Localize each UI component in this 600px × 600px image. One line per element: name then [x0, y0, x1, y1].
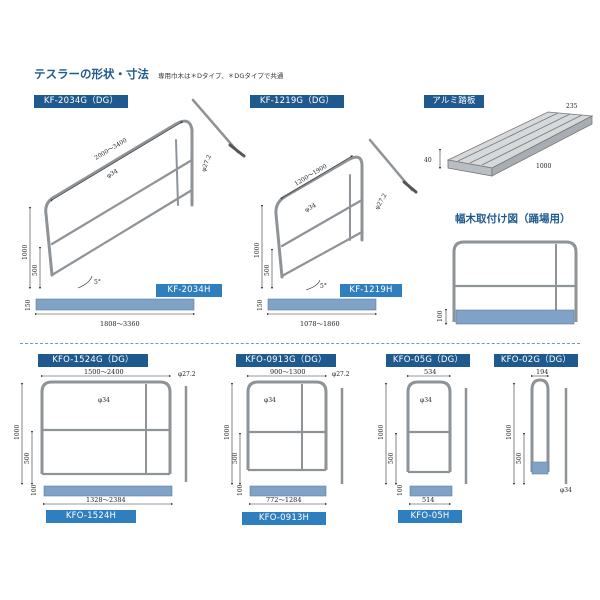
h-tag-kfo0913: KFO-0913H [242, 512, 326, 525]
dim-kfo05-mid: 500 [388, 452, 395, 464]
dim-kfo0913-mid: 500 [232, 452, 239, 464]
dim-kf2034-pipe: φ34 [106, 168, 120, 180]
dim-tread-thickness: 40 [424, 157, 432, 164]
dim-kfo1524-height: 1000 [14, 425, 21, 440]
toe-board-kfo0913 [249, 485, 327, 497]
model-tag-kf1219: KF-1219G（DG） [250, 95, 344, 108]
dim-kfo1524-mid: 500 [24, 452, 31, 464]
page-title: テスラーの形状・寸法 [34, 67, 149, 81]
dim-kfo0913-post: φ27.2 [332, 371, 350, 378]
dim-kfo02-pipe: φ34 [560, 487, 572, 494]
dim-kf1219-mid: 500 [264, 264, 271, 276]
dim-kfo05-toe-height: 100 [397, 484, 404, 496]
dim-kf1219-toe-height: 150 [257, 299, 264, 311]
dim-kf2034-mid: 500 [32, 264, 39, 276]
dim-kf2034-width: 2000～3400 [93, 137, 128, 162]
dim-kfo02-width: 194 [536, 368, 548, 376]
toe-board-kfo02 [531, 461, 549, 475]
model-tag-kfo0913: KFO-0913G（DG） [236, 354, 336, 367]
dim-tread-width: 235 [566, 103, 578, 110]
toe-board-kfo1524 [43, 485, 173, 497]
dim-kf2034-toe-width: 1808～3360 [100, 320, 140, 328]
dim-mounting-toe: 100 [437, 310, 444, 322]
toe-board-kf2034 [35, 298, 195, 311]
model-tag-kfo02: KFO-02G（DG） [494, 354, 578, 367]
dim-kf2034-post: φ27.2 [200, 154, 213, 173]
model-tag-kfo05: KFO-05G（DG） [386, 354, 470, 367]
mounting-title: 幅木取付け図（踊場用） [455, 213, 571, 225]
drawing-kfo05 [406, 380, 468, 484]
dim-kf1219-height: 1000 [254, 243, 261, 258]
dim-kf1219-angle: 5° [320, 283, 327, 290]
drawing-kf2034 [44, 98, 246, 277]
drawing-tread [446, 111, 594, 177]
toe-board-mounting [455, 309, 575, 325]
dim-kfo1524-toe-height: 100 [31, 484, 38, 496]
dim-kf2034-height: 1000 [22, 245, 29, 260]
dim-kfo05-pipe: φ34 [420, 397, 432, 404]
dim-tread-length: 1000 [536, 163, 551, 170]
dim-kfo05-toe-width: 514 [422, 496, 434, 504]
dim-kf1219-post: φ27.2 [374, 192, 389, 211]
dim-kf2034-angle: 5° [94, 279, 101, 286]
drawing-kfo0913 [246, 380, 344, 484]
drawing-kfo1524 [40, 380, 188, 482]
dim-kfo0913-width: 900～1300 [270, 368, 305, 376]
dim-kfo1524-toe-width: 1328～2384 [86, 496, 126, 504]
dim-kfo02-height: 1000 [506, 425, 513, 440]
dim-kfo1524-post: φ27.2 [178, 371, 196, 378]
dim-kfo1524-pipe: φ34 [98, 397, 110, 404]
tag-tread: アルミ踏板 [424, 95, 484, 108]
dim-kf1219-toe-width: 1078～1860 [300, 320, 340, 328]
dim-kf2034-toe-height: 150 [25, 299, 32, 311]
dim-kfo02-mid: 500 [516, 452, 523, 464]
h-tag-kf2034: KF-2034H [156, 284, 222, 297]
drawing-kf1219 [274, 138, 418, 279]
dim-kfo05-width: 534 [424, 368, 436, 376]
dim-kfo1524-width: 1500～2400 [84, 368, 124, 376]
model-tag-kfo1524: KFO-1524G（DG） [38, 354, 148, 367]
dim-kfo0913-height: 1000 [224, 425, 231, 440]
toe-board-kf1219 [267, 298, 377, 311]
dim-kfo0913-pipe: φ34 [264, 397, 276, 404]
h-tag-kfo05: KFO-05H [398, 510, 462, 523]
model-tag-kf2034: KF-2034G（DG） [34, 95, 128, 108]
drawing-mounting [452, 240, 578, 322]
section-divider [20, 343, 580, 344]
dim-kfo05-height: 1000 [378, 425, 385, 440]
toe-board-kfo05 [409, 485, 453, 497]
page-subtitle: 専用巾木は＊Dタイプ、＊DGタイプで共通 [158, 72, 284, 80]
dim-kfo0913-toe-width: 772～1284 [266, 496, 301, 504]
dim-kf1219-pipe: φ34 [304, 202, 318, 214]
h-tag-kfo1524: KFO-1524H [46, 510, 136, 523]
h-tag-kf1219: KF-1219H [340, 284, 402, 297]
dim-kfo0913-toe-height: 100 [237, 484, 244, 496]
drawing-kfo02 [530, 378, 568, 484]
